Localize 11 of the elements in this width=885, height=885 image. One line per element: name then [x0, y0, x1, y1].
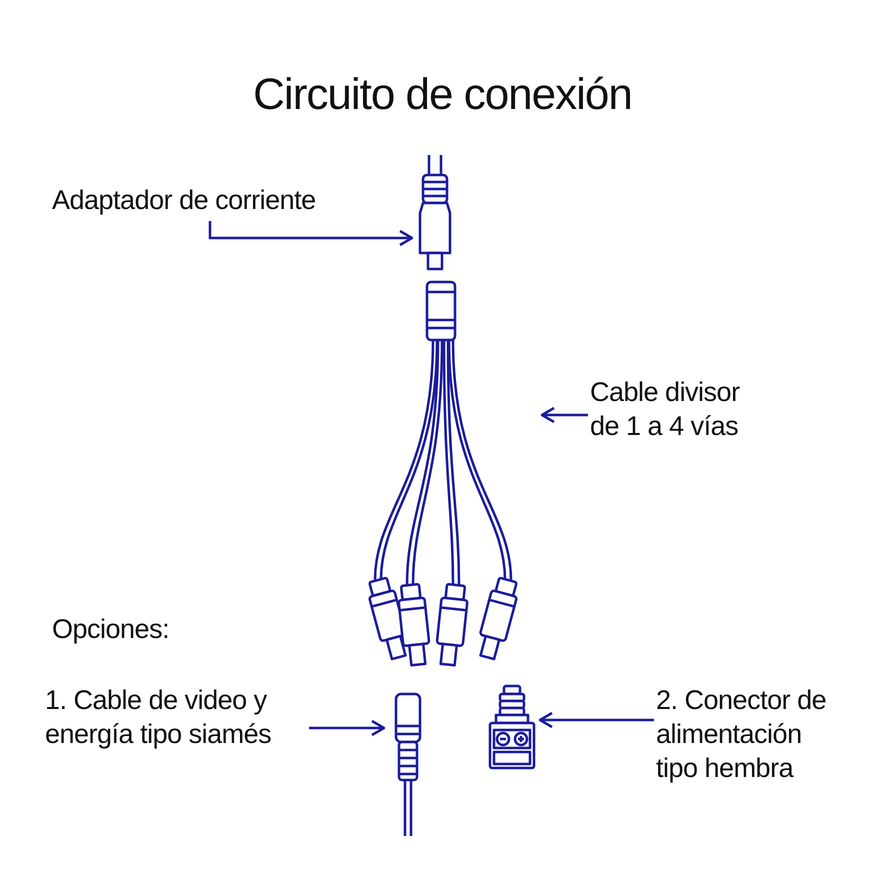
part-label: 2. Conector de alimentación tipo hembra [656, 683, 841, 791]
part-label: Cable divisor de 1 a 4 vías [590, 375, 760, 447]
terminal-connector-drawing [486, 684, 538, 770]
leader-arrow [309, 720, 386, 736]
leader-arrow [538, 712, 654, 728]
section-label: Opciones: [52, 613, 170, 646]
part-label: 1. Cable de video y energía tipo siamés [45, 683, 307, 755]
part-label: Adaptador de corriente [52, 183, 342, 219]
leader-arrow [208, 221, 414, 246]
leader-arrow [540, 406, 588, 424]
diagram-title: Circuito de conexión [252, 70, 633, 120]
